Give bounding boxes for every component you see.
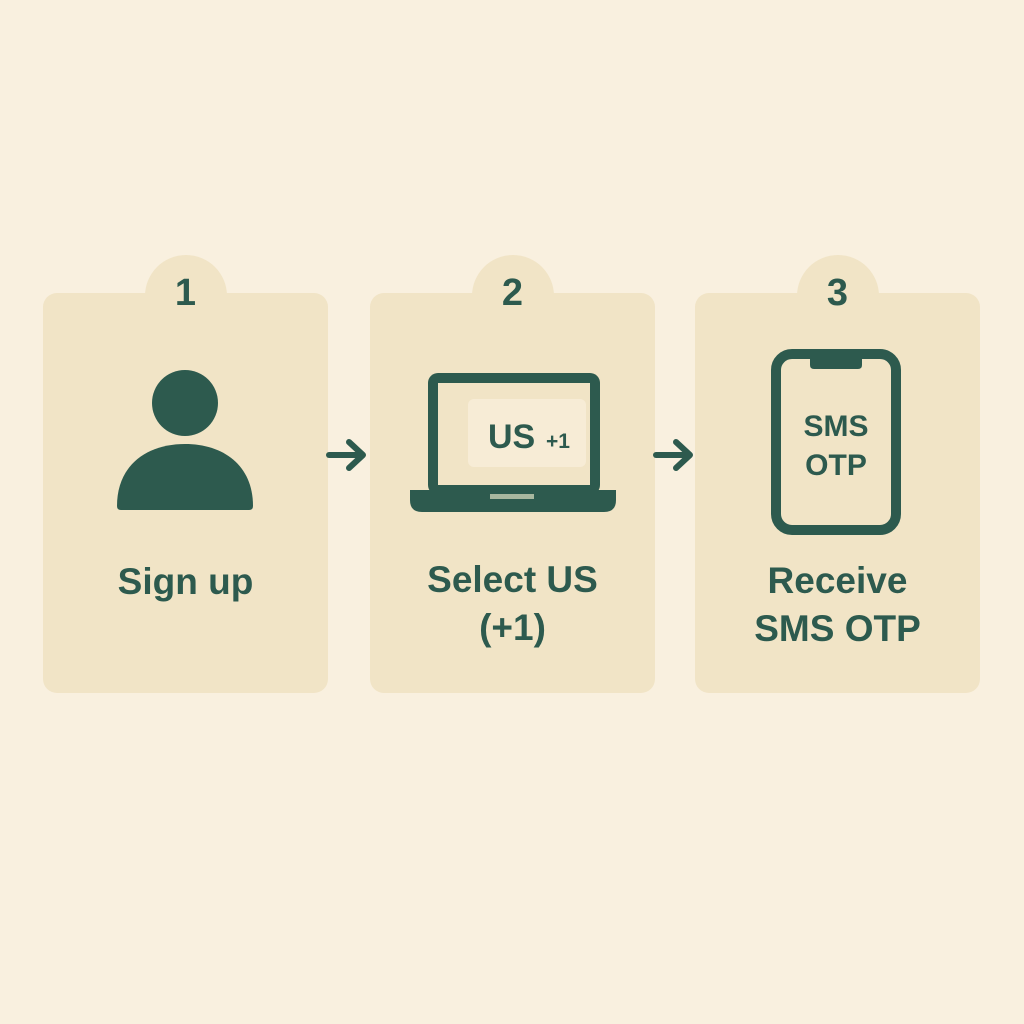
phone-screen-line: OTP — [805, 449, 867, 482]
step-card-2: 2 US +1 Select US (+1) — [370, 255, 655, 693]
arrow-right-icon — [653, 438, 695, 472]
step-tab — [796, 255, 879, 315]
arrow-right-icon — [326, 438, 368, 472]
step-label-line: Sign up — [117, 561, 254, 602]
step-label: Select US (+1) — [370, 556, 655, 652]
phone-screen-line: SMS — [803, 410, 868, 443]
laptop-screen-country: US — [488, 418, 535, 456]
step-label: Receive SMS OTP — [695, 557, 980, 653]
step-number: 2 — [501, 272, 524, 314]
laptop-icon: US +1 — [410, 368, 616, 514]
laptop-screen-code: +1 — [546, 430, 570, 453]
step-label-line: Receive — [767, 560, 908, 601]
user-icon — [115, 365, 255, 510]
phone-icon: SMS OTP — [771, 349, 901, 535]
step-label-line: SMS OTP — [754, 608, 921, 649]
step-label-line: Select US — [427, 559, 598, 600]
step-card-3: 3 SMS OTP Receive SMS OTP — [695, 255, 980, 693]
step-number: 1 — [174, 272, 197, 314]
step-tab — [144, 255, 227, 315]
step-label-line: (+1) — [479, 607, 546, 648]
step-tab — [471, 255, 554, 315]
step-label: Sign up — [43, 558, 328, 606]
step-number: 3 — [826, 272, 849, 314]
step-card-1: 1 Sign up — [43, 255, 328, 693]
